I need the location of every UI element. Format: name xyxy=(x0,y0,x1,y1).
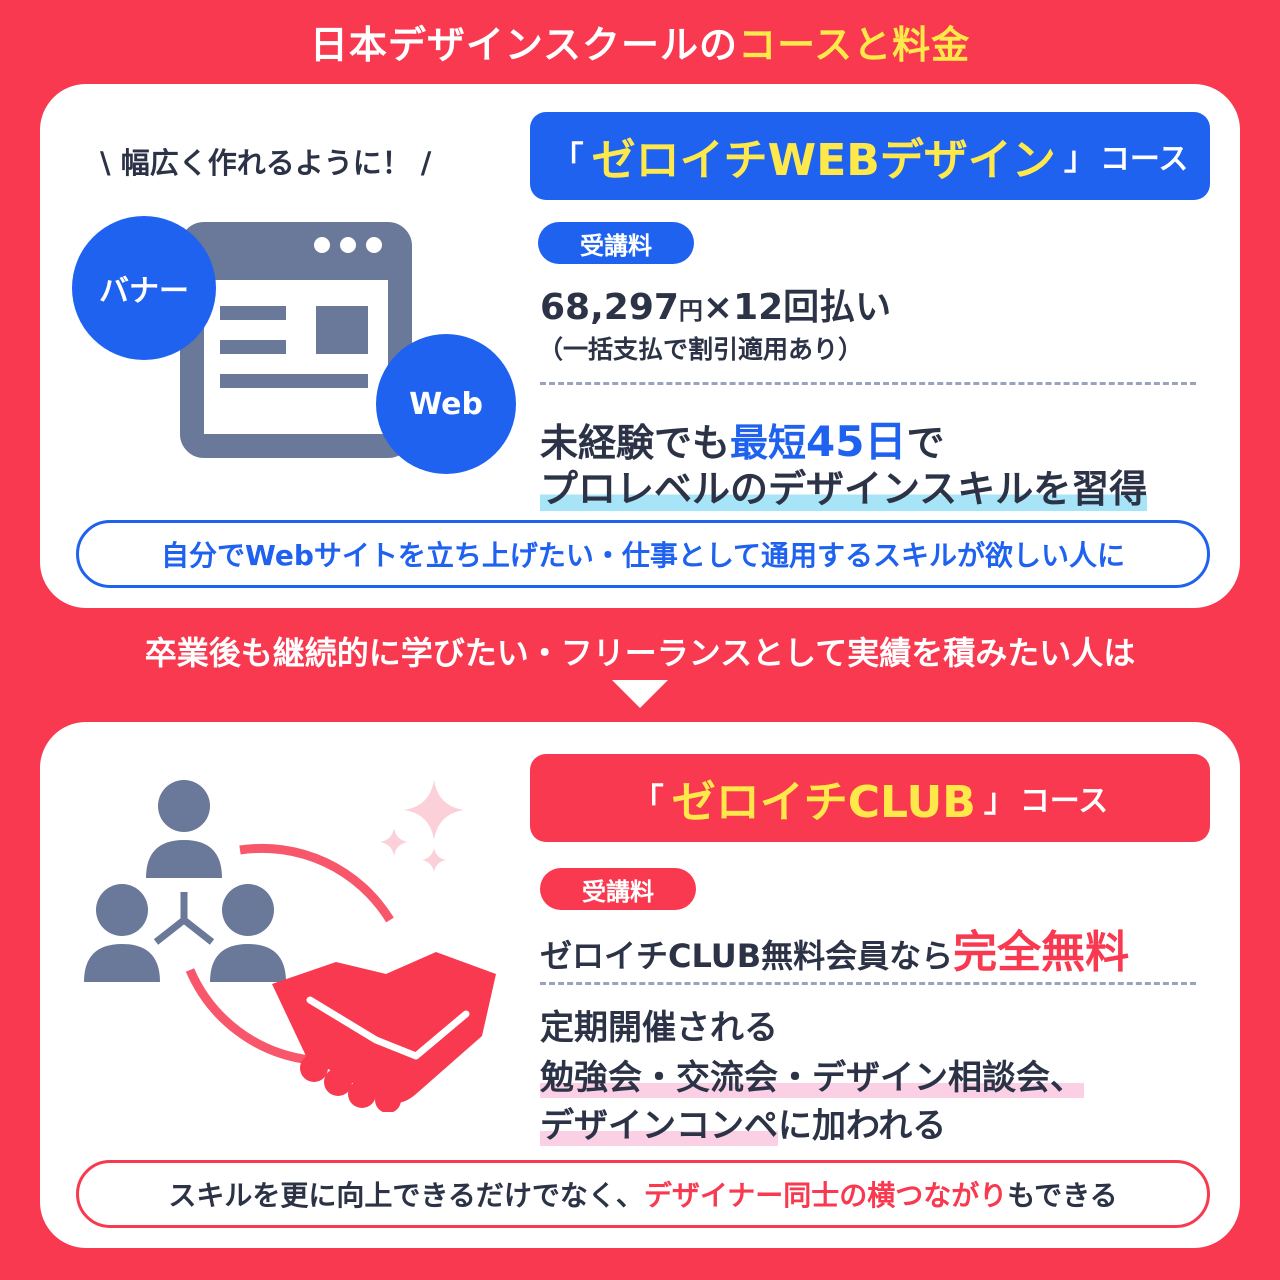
free-highlight: 完全無料 xyxy=(953,927,1130,978)
target-text-a: スキルを更に向上できるだけでなく、 xyxy=(168,1179,644,1212)
price-installments: ×12回払い xyxy=(702,287,892,328)
people-network-icon xyxy=(84,780,394,1065)
club-benefit-line-1: 定期開催される xyxy=(540,1008,778,1048)
club-course-target: スキルを更に向上できるだけでなく、デザイナー同士の横つながりもできる xyxy=(76,1160,1210,1228)
handshake-icon xyxy=(272,952,496,1112)
web-course-target: 自分でWebサイトを立ち上げたい・仕事として通用するスキルが欲しい人に xyxy=(76,520,1210,588)
web-benefit-line-1: 未経験でも最短45日で xyxy=(540,408,945,469)
club-benefit-join: に加われる xyxy=(778,1106,947,1146)
banner-suffix: コース xyxy=(1019,784,1109,819)
page-title: 日本デザインスクールのコースと料金 xyxy=(0,14,1280,69)
club-benefit-line-2: 勉強会・交流会・デザイン相談会、 xyxy=(540,1050,1084,1099)
price-unit: 円 xyxy=(678,297,703,325)
benefit-skill-text: プロレベルのデザインスキルを習得 xyxy=(540,467,1148,511)
web-badge: Web xyxy=(376,334,516,474)
web-course-name: ゼロイチWEBデザイン xyxy=(591,135,1056,186)
club-fee-label: 受講料 xyxy=(540,868,696,910)
club-free-line: ゼロイチCLUB無料会員なら完全無料 xyxy=(540,916,1129,980)
banner-suffix: コース xyxy=(1099,142,1189,177)
web-benefit-line-2: プロレベルのデザインスキルを習得 xyxy=(540,458,1148,513)
down-arrow-icon xyxy=(612,680,668,708)
banner-open-quote: 「 xyxy=(631,781,664,819)
banner-badge: バナー xyxy=(72,216,216,360)
club-benefit-line-3: デザインコンペに加われる xyxy=(540,1098,946,1147)
web-course-banner: 「 ゼロイチWEBデザイン 」 コース xyxy=(530,112,1210,200)
page-title-highlight: コースと料金 xyxy=(738,23,971,67)
free-prefix: ゼロイチCLUB無料会員なら xyxy=(540,937,954,975)
transition-text: 卒業後も継続的に学びたい・フリーランスとして実績を積みたい人は xyxy=(144,634,1136,672)
web-fee-label: 受講料 xyxy=(538,222,694,264)
benefit-days: 45日 xyxy=(806,417,907,466)
benefit-text-end: で xyxy=(906,421,945,465)
web-price-note: （一括支払で割引適用あり） xyxy=(538,335,864,364)
sparkle-icon xyxy=(380,780,464,872)
target-text-c: もできる xyxy=(1007,1179,1118,1212)
target-text-highlight: デザイナー同士の横つながり xyxy=(643,1179,1008,1212)
benefit-highlight: 最短 xyxy=(730,421,807,465)
banner-close-quote: 」 xyxy=(983,781,1016,819)
club-course-name: ゼロイチCLUB xyxy=(671,777,976,828)
club-course-banner: 「 ゼロイチCLUB 」 コース xyxy=(530,754,1210,842)
club-benefit-events: 勉強会・交流会・デザイン相談会、 xyxy=(540,1058,1084,1098)
page-title-prefix: 日本デザインスクールの xyxy=(309,23,739,67)
web-price: 68,297円×12回払い xyxy=(540,278,891,330)
divider xyxy=(540,382,1196,385)
price-amount: 68,297 xyxy=(540,287,679,328)
divider xyxy=(540,982,1196,985)
benefit-text: 未経験でも xyxy=(540,421,731,465)
banner-open-quote: 「 xyxy=(551,139,584,177)
banner-close-quote: 」 xyxy=(1063,139,1096,177)
web-course-tagline: \ 幅広く作れるように！ / xyxy=(100,146,432,180)
club-benefit-compe: デザインコンペ xyxy=(540,1106,778,1146)
